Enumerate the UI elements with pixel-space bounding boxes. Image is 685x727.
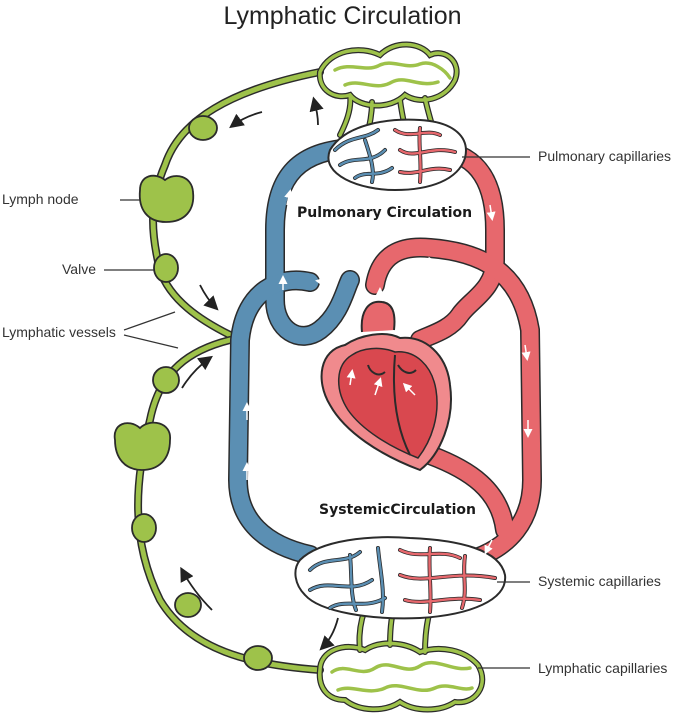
systemic-circulation-label: SystemicCirculation — [319, 502, 476, 518]
valve-node — [174, 592, 202, 618]
systemic-capillary-bed — [294, 536, 507, 620]
pulmonary-capillaries-label: Pulmonary capillaries — [538, 148, 672, 164]
lymph-node-label: Lymph node — [2, 191, 79, 207]
valve-label: Valve — [62, 261, 96, 277]
valve-node — [131, 513, 157, 543]
valve-node — [153, 253, 179, 283]
label-leader-lines — [104, 156, 530, 669]
heart — [320, 300, 452, 472]
pulmonary-capillary-bed — [327, 118, 467, 192]
systemic-capillaries-label: Systemic capillaries — [538, 573, 661, 589]
lymph-node — [138, 174, 195, 223]
valve-node — [188, 115, 218, 141]
valve-node — [152, 366, 180, 394]
valve-node — [243, 645, 273, 671]
lymph-node — [113, 421, 171, 471]
blood-circulation — [227, 118, 543, 620]
diagram-title: Lymphatic Circulation — [223, 2, 462, 30]
pulmonary-circulation-label: Pulmonary Circulation — [297, 205, 473, 221]
lymphatic-vessels-label: Lymphatic vessels — [2, 324, 116, 340]
lymph-flow-arrows — [180, 96, 339, 651]
lymphatic-capillaries-label: Lymphatic capillaries — [538, 660, 668, 676]
